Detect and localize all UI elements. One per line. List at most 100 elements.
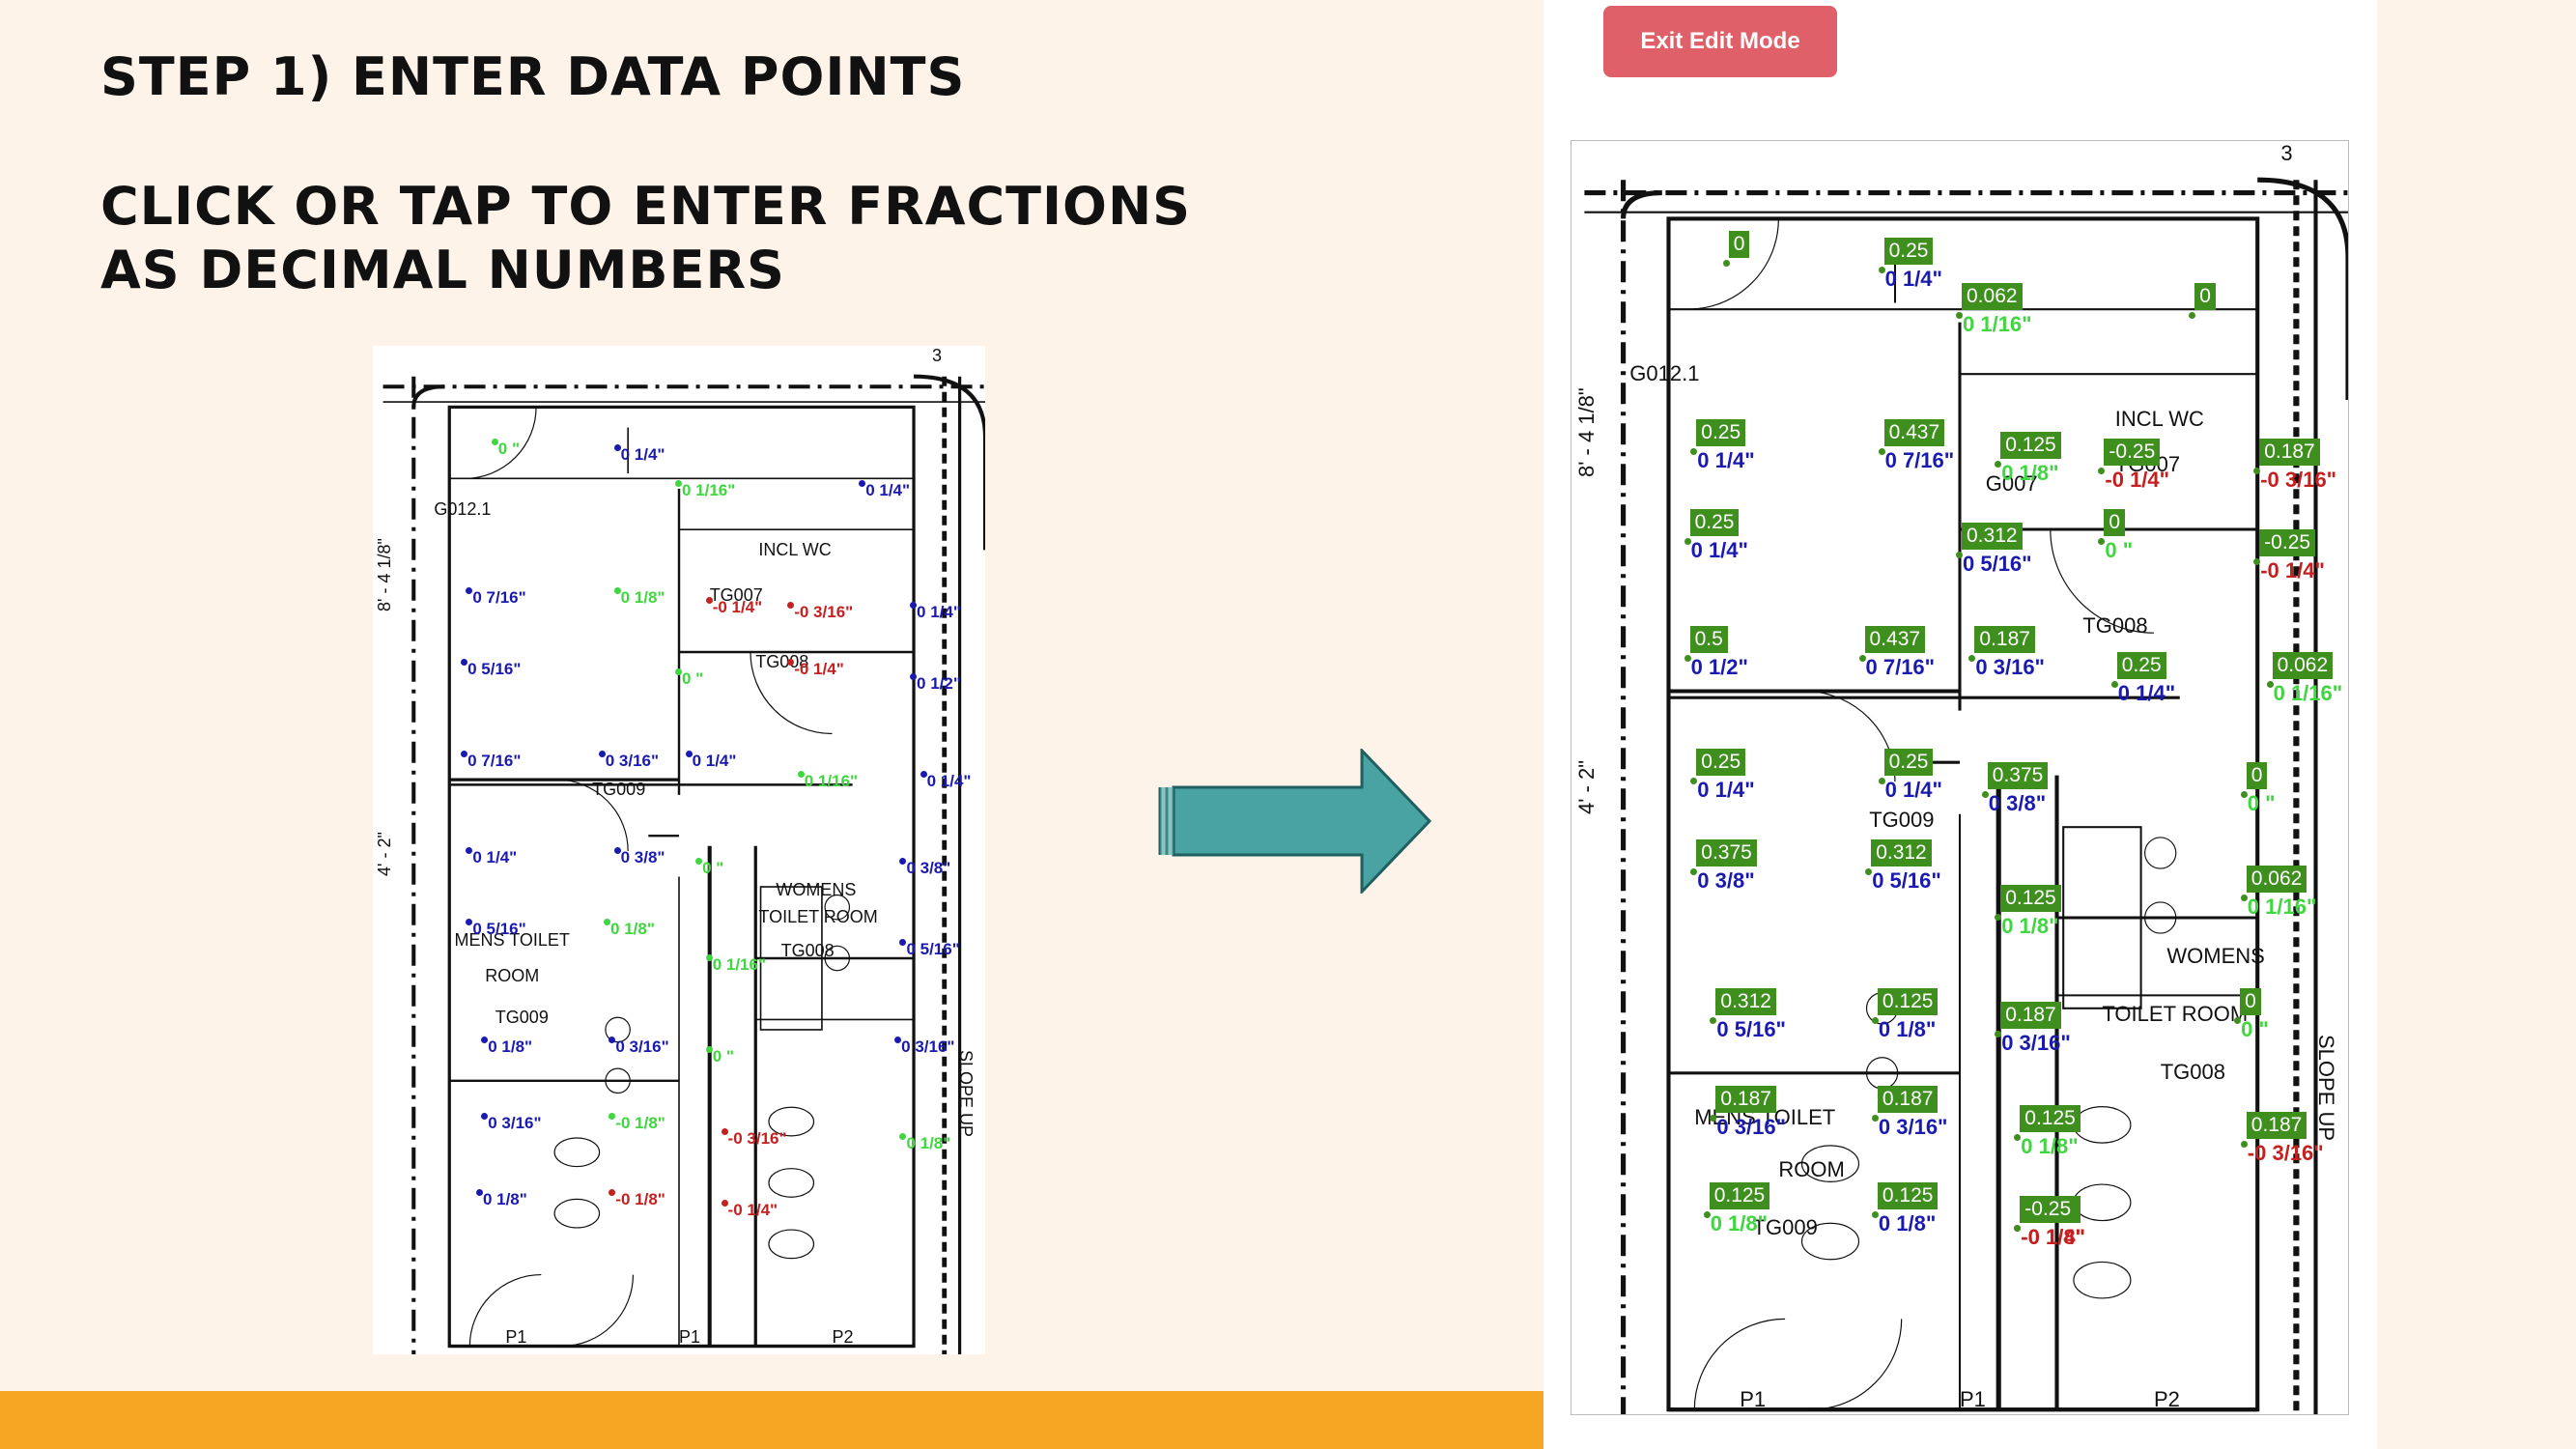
value-tag[interactable]: 0.375 — [1987, 761, 2049, 789]
data-point-dot[interactable] — [1878, 447, 1885, 455]
data-point-dot[interactable] — [461, 658, 468, 666]
data-point-dot[interactable] — [2098, 467, 2106, 474]
data-point-dot[interactable] — [721, 1199, 728, 1207]
value-tag[interactable]: -0.25 — [2020, 1195, 2077, 1223]
data-point-dot[interactable] — [598, 750, 606, 757]
data-point-dot[interactable] — [705, 954, 713, 961]
data-point-dot[interactable] — [1878, 267, 1885, 273]
data-point-dot[interactable] — [1722, 260, 1730, 268]
data-point-dot[interactable] — [613, 443, 621, 451]
data-point-dot[interactable] — [2014, 1224, 2022, 1232]
value-tag[interactable]: 0.125 — [2020, 1104, 2081, 1132]
value-tag[interactable]: 0.125 — [1709, 1182, 1770, 1210]
data-point-dot[interactable] — [2098, 538, 2106, 546]
data-point-dot[interactable] — [1995, 461, 2002, 468]
data-point-dot[interactable] — [787, 658, 795, 666]
value-tag[interactable]: 0.25 — [1696, 418, 1746, 446]
value-tag[interactable]: 0.125 — [1877, 988, 1939, 1016]
data-point-dot[interactable] — [604, 919, 611, 926]
data-point-dot[interactable] — [1968, 655, 1976, 662]
value-tag[interactable]: 0.312 — [1715, 988, 1776, 1016]
data-point-dot[interactable] — [1690, 447, 1698, 455]
value-tag[interactable]: 0.187 — [1715, 1085, 1776, 1113]
value-tag[interactable]: 0 — [2240, 988, 2261, 1016]
data-point-dot[interactable] — [910, 673, 918, 681]
value-tag[interactable]: 0.062 — [1962, 282, 2023, 310]
value-tag[interactable]: -0.25 — [2259, 528, 2316, 556]
data-point-dot[interactable] — [899, 1132, 907, 1140]
data-point-dot[interactable] — [1710, 1017, 1717, 1025]
data-point-dot[interactable] — [609, 1189, 616, 1197]
value-tag[interactable]: 0.125 — [2000, 432, 2061, 459]
data-point-dot[interactable] — [609, 1112, 616, 1120]
data-point-dot[interactable] — [475, 1189, 483, 1197]
data-point-dot[interactable] — [1871, 1017, 1879, 1025]
data-point-dot[interactable] — [859, 479, 866, 487]
data-point-dot[interactable] — [2234, 1017, 2242, 1025]
data-point-dot[interactable] — [899, 939, 907, 947]
data-point-dot[interactable] — [685, 750, 693, 757]
value-tag[interactable]: 0.187 — [2246, 1111, 2307, 1139]
value-tag[interactable]: 0 — [1728, 231, 1750, 259]
data-point-dot[interactable] — [1684, 655, 1691, 662]
value-tag[interactable]: 0.187 — [2000, 1001, 2061, 1029]
data-point-dot[interactable] — [461, 750, 468, 757]
data-point-dot[interactable] — [894, 1036, 902, 1043]
data-point-dot[interactable] — [1710, 1114, 1717, 1122]
value-tag[interactable]: 0.125 — [1877, 1182, 1939, 1210]
data-point-dot[interactable] — [675, 479, 682, 487]
data-point-dot[interactable] — [899, 857, 907, 865]
value-tag[interactable]: 0.25 — [1883, 238, 1934, 265]
data-point-dot[interactable] — [675, 668, 682, 676]
data-point-dot[interactable] — [787, 602, 795, 610]
data-point-dot[interactable] — [466, 586, 473, 594]
data-point-dot[interactable] — [2189, 311, 2196, 319]
value-tag[interactable]: 0.187 — [2259, 438, 2320, 466]
data-point-dot[interactable] — [2014, 1133, 2022, 1141]
value-tag[interactable]: 0.187 — [1877, 1085, 1939, 1113]
value-tag[interactable]: 0.437 — [1883, 418, 1945, 446]
data-point-dot[interactable] — [1684, 538, 1691, 546]
data-point-dot[interactable] — [2266, 680, 2274, 688]
value-tag[interactable]: 0.25 — [1696, 749, 1746, 777]
data-point-dot[interactable] — [466, 919, 473, 926]
exit-edit-mode-button[interactable]: Exit Edit Mode — [1603, 6, 1837, 77]
value-tag[interactable]: -0.25 — [2104, 438, 2161, 466]
data-point-dot[interactable] — [613, 586, 621, 594]
value-tag[interactable]: 0.312 — [1962, 522, 2023, 550]
data-point-dot[interactable] — [609, 1036, 616, 1043]
data-point-dot[interactable] — [613, 847, 621, 855]
value-tag[interactable]: 0 — [2246, 761, 2268, 789]
value-tag[interactable]: 0.187 — [1974, 626, 2035, 653]
data-point-dot[interactable] — [1858, 655, 1866, 662]
data-point-dot[interactable] — [1865, 868, 1873, 876]
data-point-dot[interactable] — [1871, 1114, 1879, 1122]
data-point-dot[interactable] — [695, 857, 703, 865]
data-point-dot[interactable] — [797, 770, 805, 778]
data-point-dot[interactable] — [920, 770, 927, 778]
data-point-dot[interactable] — [481, 1112, 489, 1120]
value-tag[interactable]: 0.5 — [1689, 626, 1728, 653]
value-tag[interactable]: 0 — [2104, 509, 2126, 537]
value-tag[interactable]: 0.25 — [2116, 651, 2166, 679]
data-point-dot[interactable] — [481, 1036, 489, 1043]
value-tag[interactable]: 0.062 — [2272, 651, 2334, 679]
data-point-dot[interactable] — [1703, 1211, 1711, 1219]
data-point-dot[interactable] — [910, 602, 918, 610]
data-point-dot[interactable] — [2253, 467, 2261, 474]
data-point-dot[interactable] — [705, 1046, 713, 1054]
data-point-dot[interactable] — [2240, 790, 2248, 798]
data-point-dot[interactable] — [2240, 1140, 2248, 1148]
data-point-dot[interactable] — [1690, 868, 1698, 876]
data-point-dot[interactable] — [466, 847, 473, 855]
data-point-dot[interactable] — [1956, 551, 1963, 558]
value-tag[interactable]: 0.312 — [1871, 839, 1932, 867]
value-tag[interactable]: 0.125 — [2000, 885, 2061, 912]
value-tag[interactable]: 0.437 — [1864, 626, 1926, 653]
data-point-dot[interactable] — [1995, 914, 2002, 921]
value-tag[interactable]: 0.25 — [1689, 509, 1740, 537]
data-point-dot[interactable] — [721, 1127, 728, 1135]
data-point-dot[interactable] — [1871, 1211, 1879, 1219]
value-tag[interactable]: 0.25 — [1883, 749, 1934, 777]
